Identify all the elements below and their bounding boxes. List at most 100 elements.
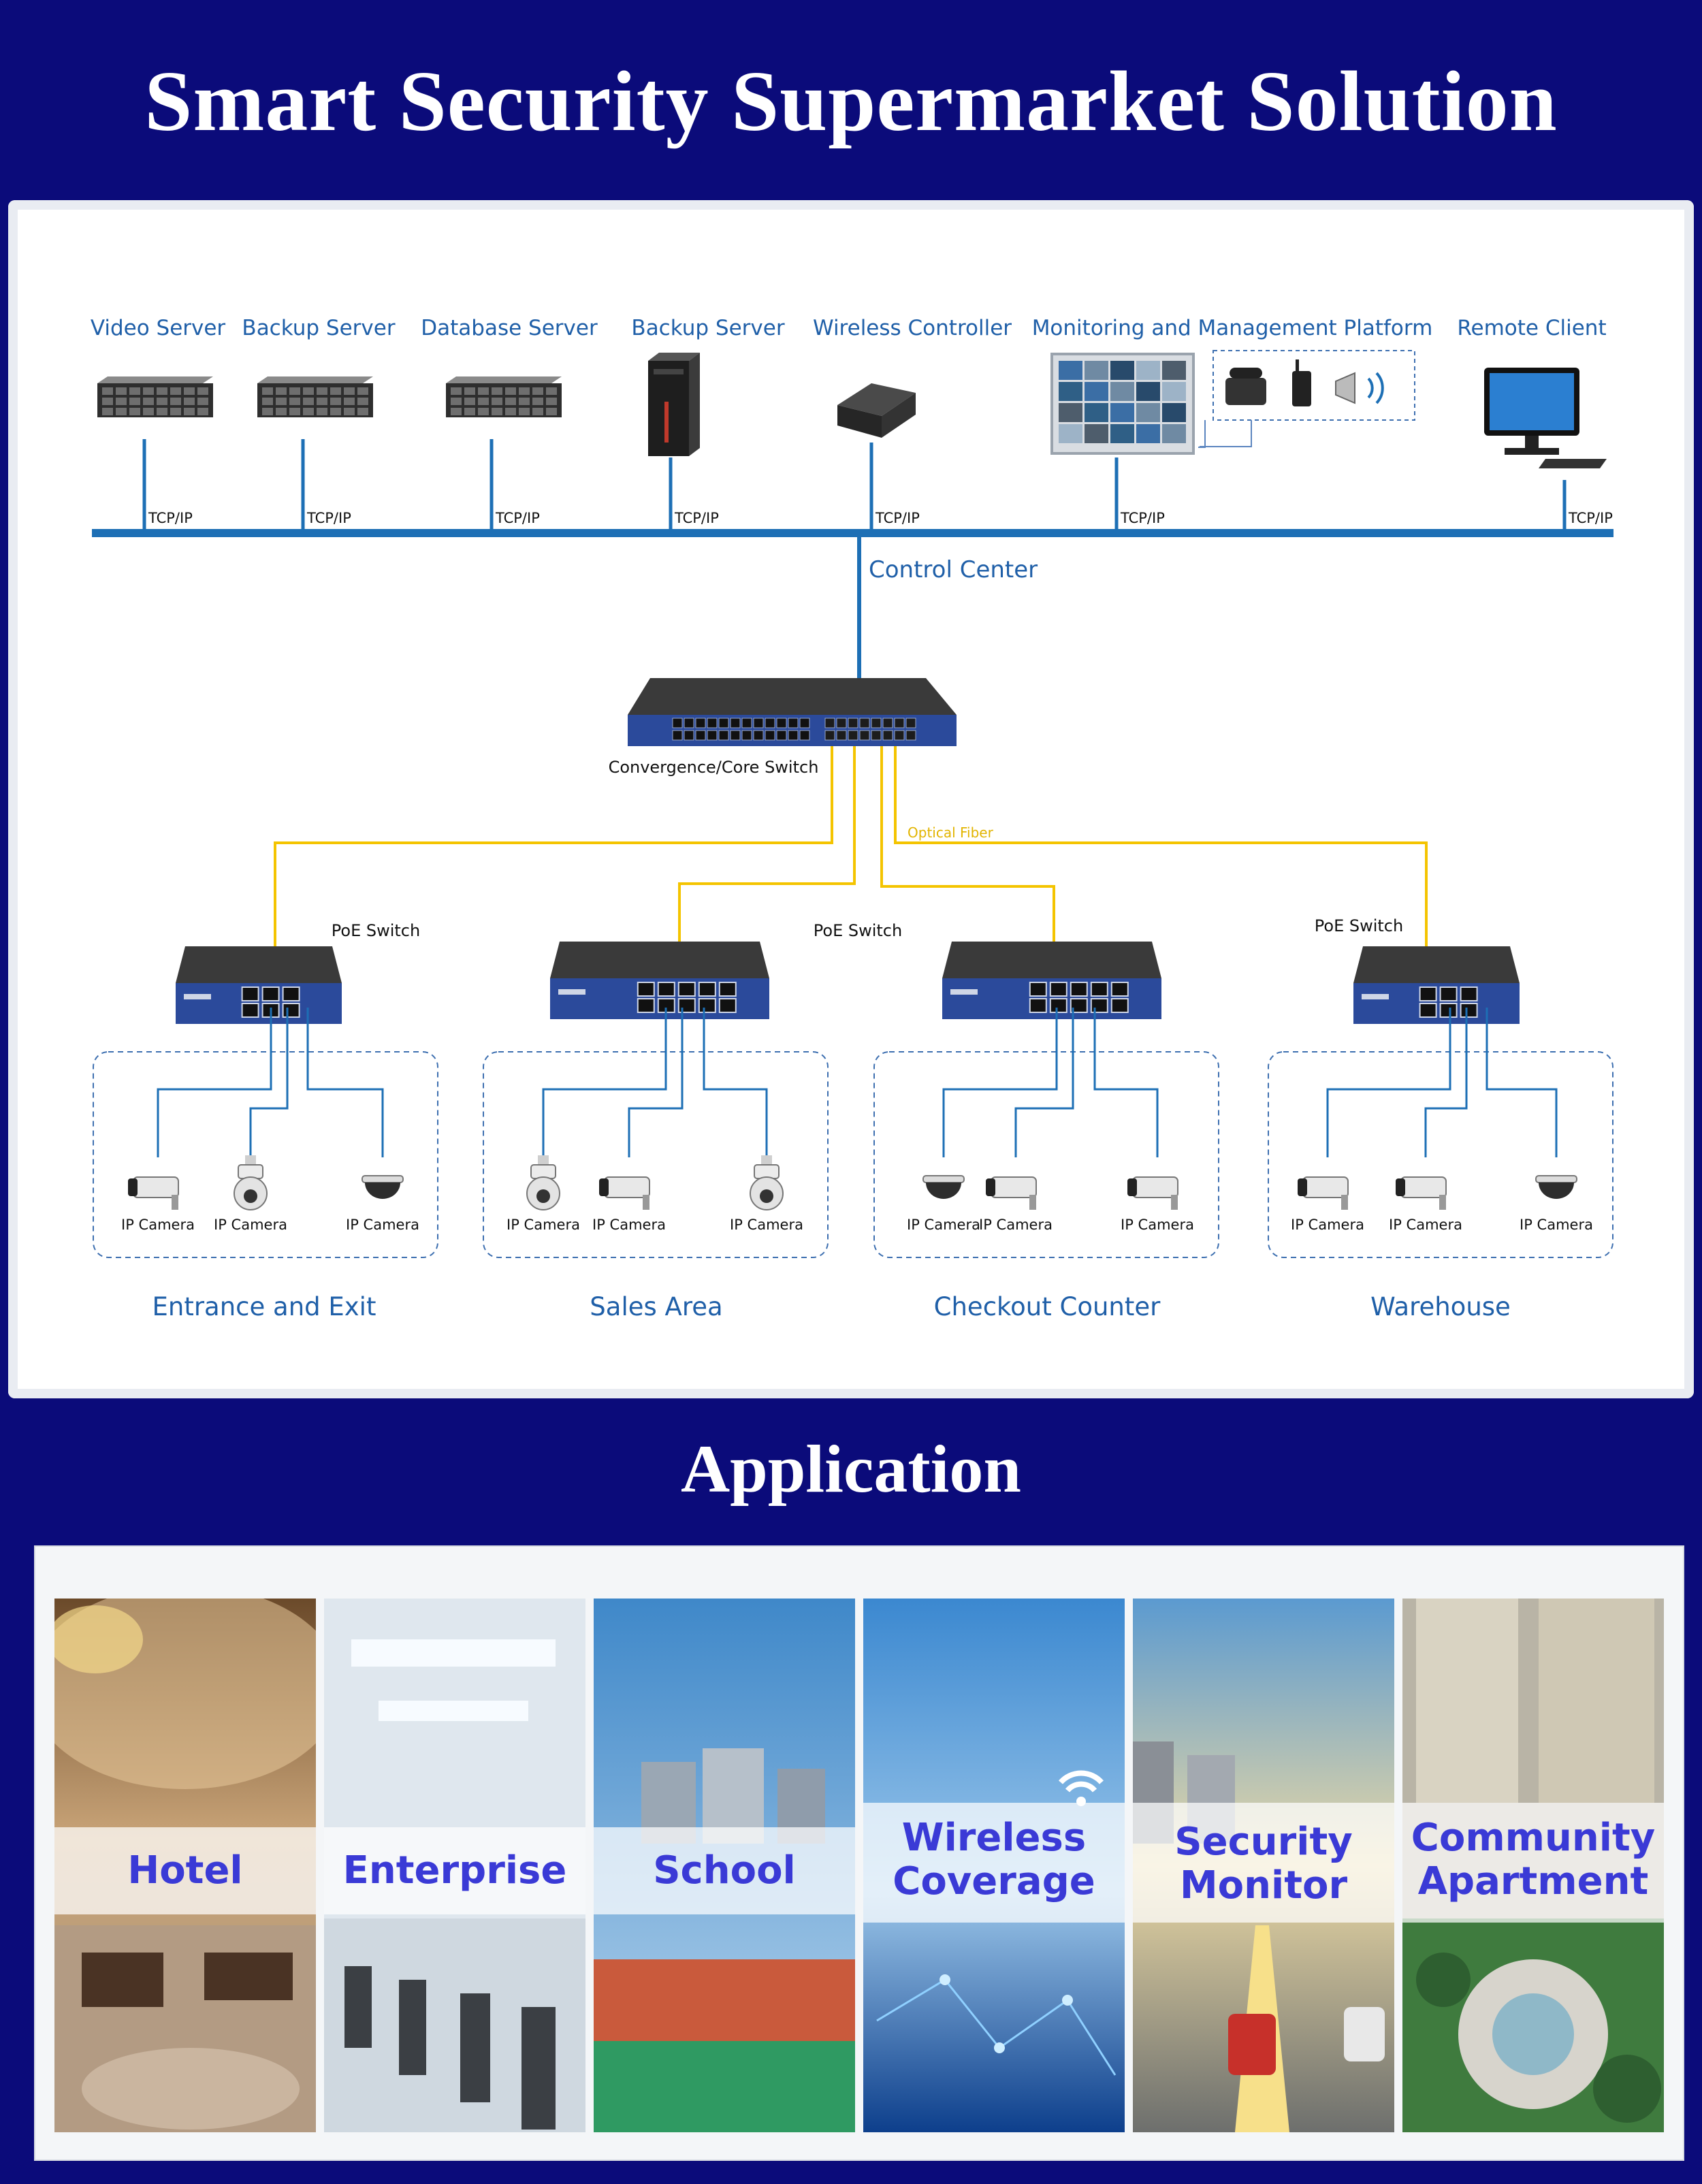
poe-switch-icon-1 bbox=[550, 942, 769, 1019]
camera-link-0-1 bbox=[249, 1008, 289, 1157]
camera-label-0-1: IP Camera bbox=[214, 1217, 287, 1233]
camera-link-2-2 bbox=[1093, 1008, 1159, 1157]
server-label-5: Monitoring and Management Platform bbox=[1032, 316, 1433, 340]
desk-phone-icon bbox=[1225, 368, 1266, 405]
bullet-camera-2-2-icon bbox=[1127, 1176, 1178, 1210]
video-wall-icon bbox=[1050, 353, 1195, 455]
core-switch-icon bbox=[628, 678, 957, 746]
tile-security-monitor[interactable]: Security Monitor bbox=[1133, 1599, 1394, 2132]
speed-dome-camera-1-2-icon bbox=[750, 1155, 784, 1210]
camera-label-1-2: IP Camera bbox=[730, 1217, 803, 1233]
loudspeaker-icon bbox=[1335, 372, 1384, 404]
area-box-0 bbox=[93, 1051, 438, 1258]
desktop-monitor-icon bbox=[1484, 368, 1607, 468]
bullet-camera-3-1-icon bbox=[1396, 1176, 1447, 1210]
camera-label-1-1: IP Camera bbox=[592, 1217, 666, 1233]
server-label-3: Backup Server bbox=[631, 316, 784, 340]
camera-link-1-2 bbox=[703, 1008, 768, 1157]
tcpip-label-3: TCP/IP bbox=[674, 510, 719, 526]
area-box-3 bbox=[1268, 1051, 1613, 1258]
poe-switch-label-0: PoE Switch bbox=[332, 921, 420, 940]
bullet-camera-0-0-icon bbox=[128, 1176, 179, 1210]
tcpip-label-5: TCP/IP bbox=[1120, 510, 1165, 526]
camera-link-0-0 bbox=[157, 1008, 272, 1157]
tile-enterprise[interactable]: Enterprise bbox=[324, 1599, 585, 2132]
camera-label-1-0: IP Camera bbox=[507, 1217, 580, 1233]
backup-server-rack-icon bbox=[257, 376, 373, 417]
tile-hotel[interactable]: Hotel bbox=[54, 1599, 316, 2132]
camera-link-3-1 bbox=[1424, 1008, 1468, 1157]
camera-link-1-1 bbox=[628, 1008, 684, 1157]
optical-fiber-label: Optical Fiber bbox=[908, 824, 994, 841]
tile-wireless-coverage[interactable]: Wireless Coverage bbox=[863, 1599, 1125, 2132]
area-box-1 bbox=[483, 1051, 829, 1258]
tcpip-label-4: TCP/IP bbox=[875, 510, 920, 526]
camera-label-3-2: IP Camera bbox=[1520, 1217, 1593, 1233]
poe-switch-label-1: PoE Switch bbox=[814, 921, 902, 940]
area-label-2: Checkout Counter bbox=[934, 1292, 1161, 1321]
fiber-link-4 bbox=[894, 746, 1428, 950]
fiber-link-2 bbox=[678, 746, 856, 943]
server-label-6: Remote Client bbox=[1457, 316, 1606, 340]
camera-label-3-0: IP Camera bbox=[1291, 1217, 1364, 1233]
bullet-camera-3-0-icon bbox=[1298, 1176, 1349, 1210]
peripheral-box bbox=[1213, 350, 1415, 421]
tcpip-label-2: TCP/IP bbox=[495, 510, 540, 526]
area-label-3: Warehouse bbox=[1370, 1292, 1511, 1321]
tile-label-wireless-1: Wireless bbox=[901, 1816, 1087, 1860]
tile-label-security-2: Monitor bbox=[1179, 1863, 1348, 1908]
camera-link-0-2 bbox=[306, 1008, 384, 1157]
camera-label-3-1: IP Camera bbox=[1389, 1217, 1462, 1233]
tile-community-apartment[interactable]: Community Apartment bbox=[1402, 1599, 1664, 2132]
bullet-camera-2-1-icon bbox=[986, 1176, 1037, 1210]
area-label-0: Entrance and Exit bbox=[152, 1292, 376, 1321]
camera-link-3-0 bbox=[1326, 1008, 1451, 1157]
core-switch-label: Convergence/Core Switch bbox=[609, 758, 819, 777]
dome-camera-2-0-icon bbox=[922, 1175, 965, 1199]
control-center-label: Control Center bbox=[869, 556, 1038, 583]
poe-switch-label-2: PoE Switch bbox=[1315, 916, 1403, 935]
speed-dome-camera-0-1-icon bbox=[234, 1155, 268, 1210]
poe-switch-icon-0 bbox=[176, 946, 342, 1024]
tcpip-label-0: TCP/IP bbox=[148, 510, 193, 526]
camera-label-2-2: IP Camera bbox=[1121, 1217, 1194, 1233]
application-title: Application bbox=[680, 1431, 1022, 1507]
tcpip-label-1: TCP/IP bbox=[306, 510, 351, 526]
bullet-camera-1-1-icon bbox=[599, 1176, 650, 1210]
server-label-0: Video Server bbox=[91, 316, 226, 340]
area-label-1: Sales Area bbox=[590, 1292, 722, 1321]
camera-label-2-1: IP Camera bbox=[979, 1217, 1053, 1233]
tile-label-community-1: Community bbox=[1411, 1816, 1656, 1860]
tcpip-label-6: TCP/IP bbox=[1568, 510, 1613, 526]
tower-server-icon bbox=[648, 353, 700, 456]
tile-label-hotel: Hotel bbox=[127, 1848, 243, 1893]
tile-label-enterprise: Enterprise bbox=[342, 1848, 567, 1893]
server-label-1: Backup Server bbox=[242, 316, 395, 340]
video-server-icon bbox=[97, 376, 213, 417]
tile-label-wireless-2: Coverage bbox=[893, 1859, 1095, 1904]
tile-label-school: School bbox=[653, 1848, 796, 1893]
tile-label-community-2: Apartment bbox=[1417, 1859, 1649, 1904]
camera-link-2-0 bbox=[942, 1008, 1058, 1157]
network-diagram: Video Server Backup Server Database Server… bbox=[91, 316, 1613, 1321]
camera-label-0-2: IP Camera bbox=[346, 1217, 419, 1233]
camera-link-1-0 bbox=[542, 1008, 667, 1157]
poe-switch-icon-2 bbox=[942, 942, 1161, 1019]
walkie-talkie-icon bbox=[1292, 359, 1311, 406]
camera-link-3-2 bbox=[1486, 1008, 1558, 1157]
peripheral-connector bbox=[1202, 420, 1206, 448]
database-server-icon bbox=[446, 376, 562, 417]
server-label-4: Wireless Controller bbox=[813, 316, 1012, 340]
camera-label-0-0: IP Camera bbox=[121, 1217, 195, 1233]
page-title: Smart Security Supermarket Solution bbox=[144, 54, 1558, 149]
camera-link-2-1 bbox=[1014, 1008, 1074, 1157]
fiber-link-1 bbox=[274, 746, 833, 950]
poe-switch-icon-3 bbox=[1353, 946, 1520, 1024]
server-label-2: Database Server bbox=[421, 316, 598, 340]
wireless-controller-icon bbox=[837, 383, 916, 438]
peripheral-link bbox=[1200, 420, 1252, 447]
area-box-2 bbox=[873, 1051, 1219, 1258]
speed-dome-camera-1-0-icon bbox=[526, 1155, 560, 1210]
tile-school[interactable]: School bbox=[594, 1599, 855, 2132]
dome-camera-3-2-icon bbox=[1535, 1175, 1577, 1199]
